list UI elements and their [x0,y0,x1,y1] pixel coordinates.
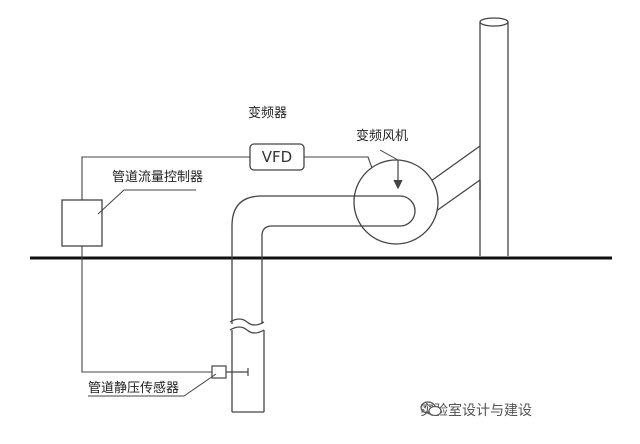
watermark: 实验室设计与建设 [420,400,532,420]
pressure-sensor [211,365,249,379]
control-wiring [81,156,373,373]
controller-box [61,199,103,247]
leader-lines [88,149,399,397]
fan-casing [353,159,439,245]
vfd-title-label: 变频器 [248,106,288,121]
fan-arrow [393,160,403,190]
wechat-icon [420,401,442,417]
watermark-text: 实验室设计与建设 [420,403,532,419]
lower-duct [231,330,265,413]
supply-duct [231,195,416,324]
fan-outlet-duct [423,145,481,215]
vfd-box-label: VFD [261,148,293,166]
duct-break-marks [229,318,265,334]
controller-label: 管道流量控制器 [112,170,204,185]
exhaust-stack [479,17,509,256]
fan-label: 变频风机 [356,129,409,144]
sensor-label: 管道静压传感器 [88,381,180,396]
